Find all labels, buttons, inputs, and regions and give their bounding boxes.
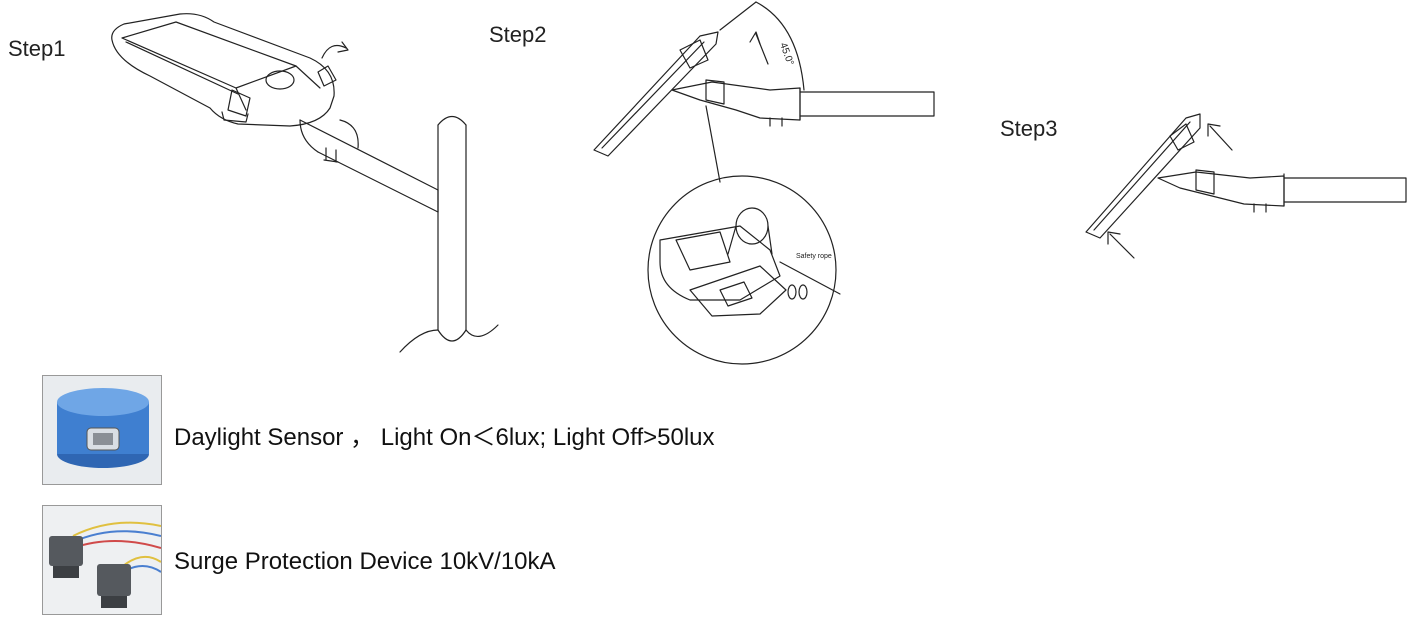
step2-luminaire-drawing: 45.0° Safety rope bbox=[593, 1, 935, 365]
daylight-sensor-image bbox=[42, 375, 162, 485]
angle-label: 45.0° bbox=[777, 41, 795, 67]
safety-rope-label: Safety rope bbox=[796, 253, 832, 260]
surge-protection-description: Surge Protection Device 10kV/10kA bbox=[174, 548, 556, 575]
step1-label: Step1 bbox=[8, 36, 66, 61]
installation-diagram: 45.0° Safety rope bbox=[111, 1, 1407, 365]
step1-luminaire-drawing bbox=[111, 13, 499, 353]
daylight-sensor-description: Daylight Sensor ， Light On＜6lux; Light O… bbox=[174, 424, 715, 451]
step3-luminaire-drawing bbox=[1085, 113, 1407, 259]
step2-label: Step2 bbox=[489, 22, 547, 47]
surge-protection-image bbox=[42, 505, 162, 615]
surge-protector-icon bbox=[43, 506, 161, 614]
photocell-sensor-icon bbox=[43, 376, 161, 484]
step3-label: Step3 bbox=[1000, 116, 1058, 141]
